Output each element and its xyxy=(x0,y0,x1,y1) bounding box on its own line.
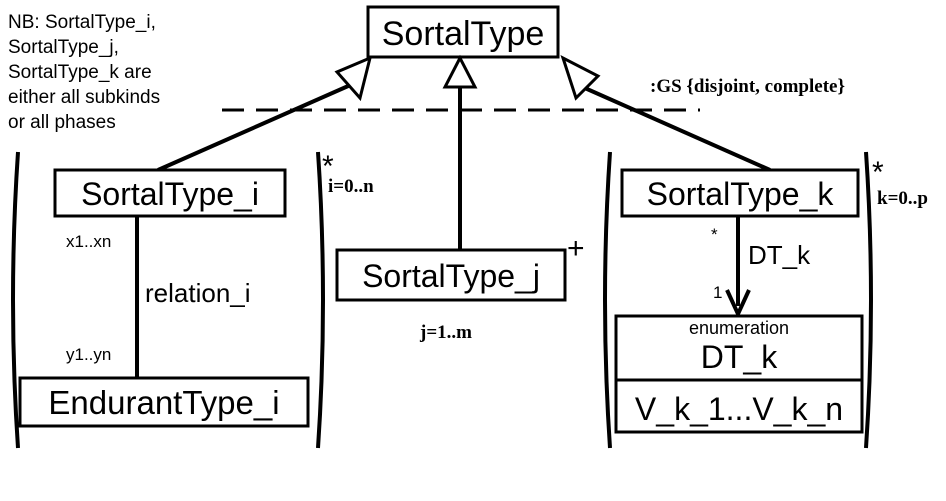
class-box xyxy=(53,168,287,218)
triangle-arrowhead-icon xyxy=(334,55,373,102)
class-name: SortalType_j xyxy=(362,258,540,294)
open-arrowhead-icon xyxy=(725,289,751,319)
class-sortal-type-k[interactable]: SortalType_k xyxy=(620,168,860,218)
enumeration-name: DT_k xyxy=(701,339,778,375)
group-j-range: j=1..m xyxy=(419,322,472,343)
group-j-plus: + xyxy=(567,232,585,265)
generalization-line-i xyxy=(157,81,356,172)
note-line: either all subkinds xyxy=(8,87,160,108)
group-k-range: k=0..p xyxy=(877,188,928,209)
group-i-star: * xyxy=(322,150,334,183)
class-sortal-type-i[interactable]: SortalType_i xyxy=(53,168,287,218)
generalization-lines xyxy=(157,81,771,250)
dt-k-mult-bottom: 1 xyxy=(713,283,722,302)
enumeration-stereotype: enumeration xyxy=(689,318,789,338)
note-line: SortalType_j, xyxy=(8,37,119,58)
class-box xyxy=(366,5,560,59)
note: NB: SortalType_i, SortalType_j, SortalTy… xyxy=(8,12,160,133)
group-k-brackets xyxy=(603,151,873,449)
dt-k-association-name: DT_k xyxy=(748,240,811,270)
class-name: SortalType_k xyxy=(647,176,835,212)
generalization-set-label: :GS {disjoint, complete} xyxy=(650,76,845,97)
note-line: or all phases xyxy=(8,112,116,133)
class-box xyxy=(620,168,860,218)
relation-i-mult-bottom: y1..yn xyxy=(66,345,111,364)
generalization-arrowheads xyxy=(334,54,601,102)
class-box xyxy=(614,314,864,434)
note-line: SortalType_k are xyxy=(8,62,152,83)
left-paren-icon xyxy=(603,151,612,449)
class-endurant-type-i[interactable]: EndurantType_i xyxy=(18,376,310,428)
generalization-line-k xyxy=(577,83,771,172)
class-name: SortalType_i xyxy=(81,176,259,212)
relation-i-name: relation_i xyxy=(145,278,251,308)
right-paren-icon xyxy=(864,151,873,449)
enumeration-literals: V_k_1...V_k_n xyxy=(635,391,843,427)
left-paren-icon xyxy=(11,151,20,449)
enumeration-dt-k[interactable]: enumeration DT_k V_k_1...V_k_n xyxy=(614,314,864,434)
class-name: EndurantType_i xyxy=(48,384,279,421)
note-line: NB: SortalType_i, xyxy=(8,12,156,33)
dt-k-mult-top: * xyxy=(711,225,718,244)
group-i-brackets xyxy=(11,151,325,449)
group-k-star: * xyxy=(872,156,884,189)
class-box xyxy=(18,376,310,428)
class-name: SortalType xyxy=(382,15,545,53)
class-sortal-type-j[interactable]: SortalType_j xyxy=(335,248,567,302)
right-paren-icon xyxy=(316,151,325,449)
group-i-range: i=0..n xyxy=(328,176,374,197)
relation-i-mult-top: x1..xn xyxy=(66,232,111,251)
triangle-arrowhead-icon xyxy=(442,54,478,89)
class-sortal-type[interactable]: SortalType xyxy=(366,5,560,59)
class-box xyxy=(335,248,567,302)
triangle-arrowhead-icon xyxy=(560,55,601,101)
